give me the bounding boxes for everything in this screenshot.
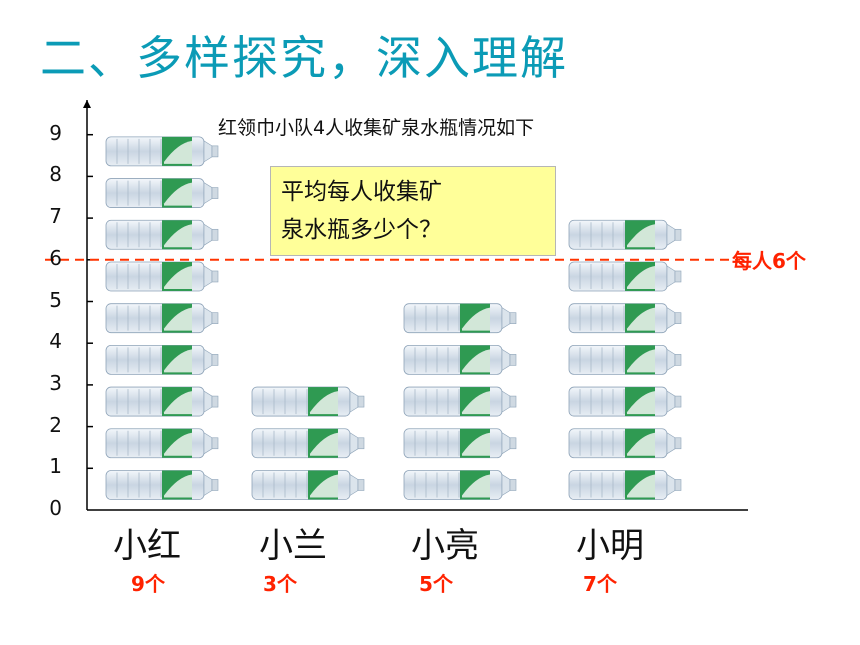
category-label: 小明 [576, 526, 644, 566]
y-axis-arrow [83, 100, 91, 108]
bottle-icon [403, 344, 517, 375]
slide-title: 二、多样探究，深入理解 [40, 31, 568, 85]
bottle-icon [403, 303, 517, 334]
bottle-icon [568, 261, 682, 292]
y-tick-label: 2 [49, 412, 62, 437]
bottle-icon [105, 136, 219, 167]
chart-title: 红领巾小队4人收集矿泉水瓶情况如下 [218, 117, 535, 139]
bottle-icon [251, 428, 365, 459]
bar-2 [251, 386, 365, 500]
count-label: 5个 [419, 572, 453, 596]
y-tick-label: 9 [49, 120, 62, 145]
bottle-icon [105, 261, 219, 292]
question-line-1: 平均每人收集矿 [281, 179, 442, 205]
y-tick-label: 8 [49, 162, 62, 187]
count-label: 9个 [131, 572, 165, 596]
count-label: 3个 [263, 572, 297, 596]
y-tick-label: 1 [49, 454, 62, 479]
bottle-icon [403, 428, 517, 459]
question-line-2: 泉水瓶多少个？ [281, 217, 442, 243]
chart-axes [83, 100, 748, 511]
bottle-icon [568, 303, 682, 334]
y-tick-label: 5 [49, 287, 62, 312]
bottle-icon [105, 178, 219, 208]
average-label: 每人6个 [732, 249, 806, 273]
y-tick-label: 0 [49, 496, 62, 520]
category-label: 小亮 [411, 526, 479, 566]
bottle-icon [105, 219, 219, 250]
y-tick-label: 3 [49, 370, 62, 395]
bottle-icon [568, 470, 682, 500]
bottle-icon [105, 386, 219, 417]
bottle-icon [568, 344, 682, 375]
count-label: 7个 [583, 572, 617, 596]
bottle-icon [403, 470, 517, 500]
bottle-icon [568, 219, 682, 250]
bottle-icon [568, 386, 682, 417]
bar-3 [403, 303, 517, 500]
bottle-icon [251, 470, 365, 500]
y-tick-label: 7 [49, 204, 62, 229]
category-label: 小兰 [259, 526, 327, 566]
bottle-icon [105, 428, 219, 459]
bottle-icon [105, 344, 219, 375]
bar-4 [568, 219, 682, 500]
bottle-icon [105, 470, 219, 500]
bottle-icon [105, 303, 219, 334]
bar-1 [105, 136, 219, 500]
y-tick-label: 4 [49, 329, 62, 354]
y-tick-label: 6 [49, 245, 62, 270]
category-label: 小红 [113, 526, 181, 566]
bottle-icon [251, 386, 365, 417]
bottle-icon [403, 386, 517, 417]
question-box: 平均每人收集矿 泉水瓶多少个？ [270, 166, 556, 256]
bottle-icon [568, 428, 682, 459]
bar-groups [105, 136, 682, 500]
